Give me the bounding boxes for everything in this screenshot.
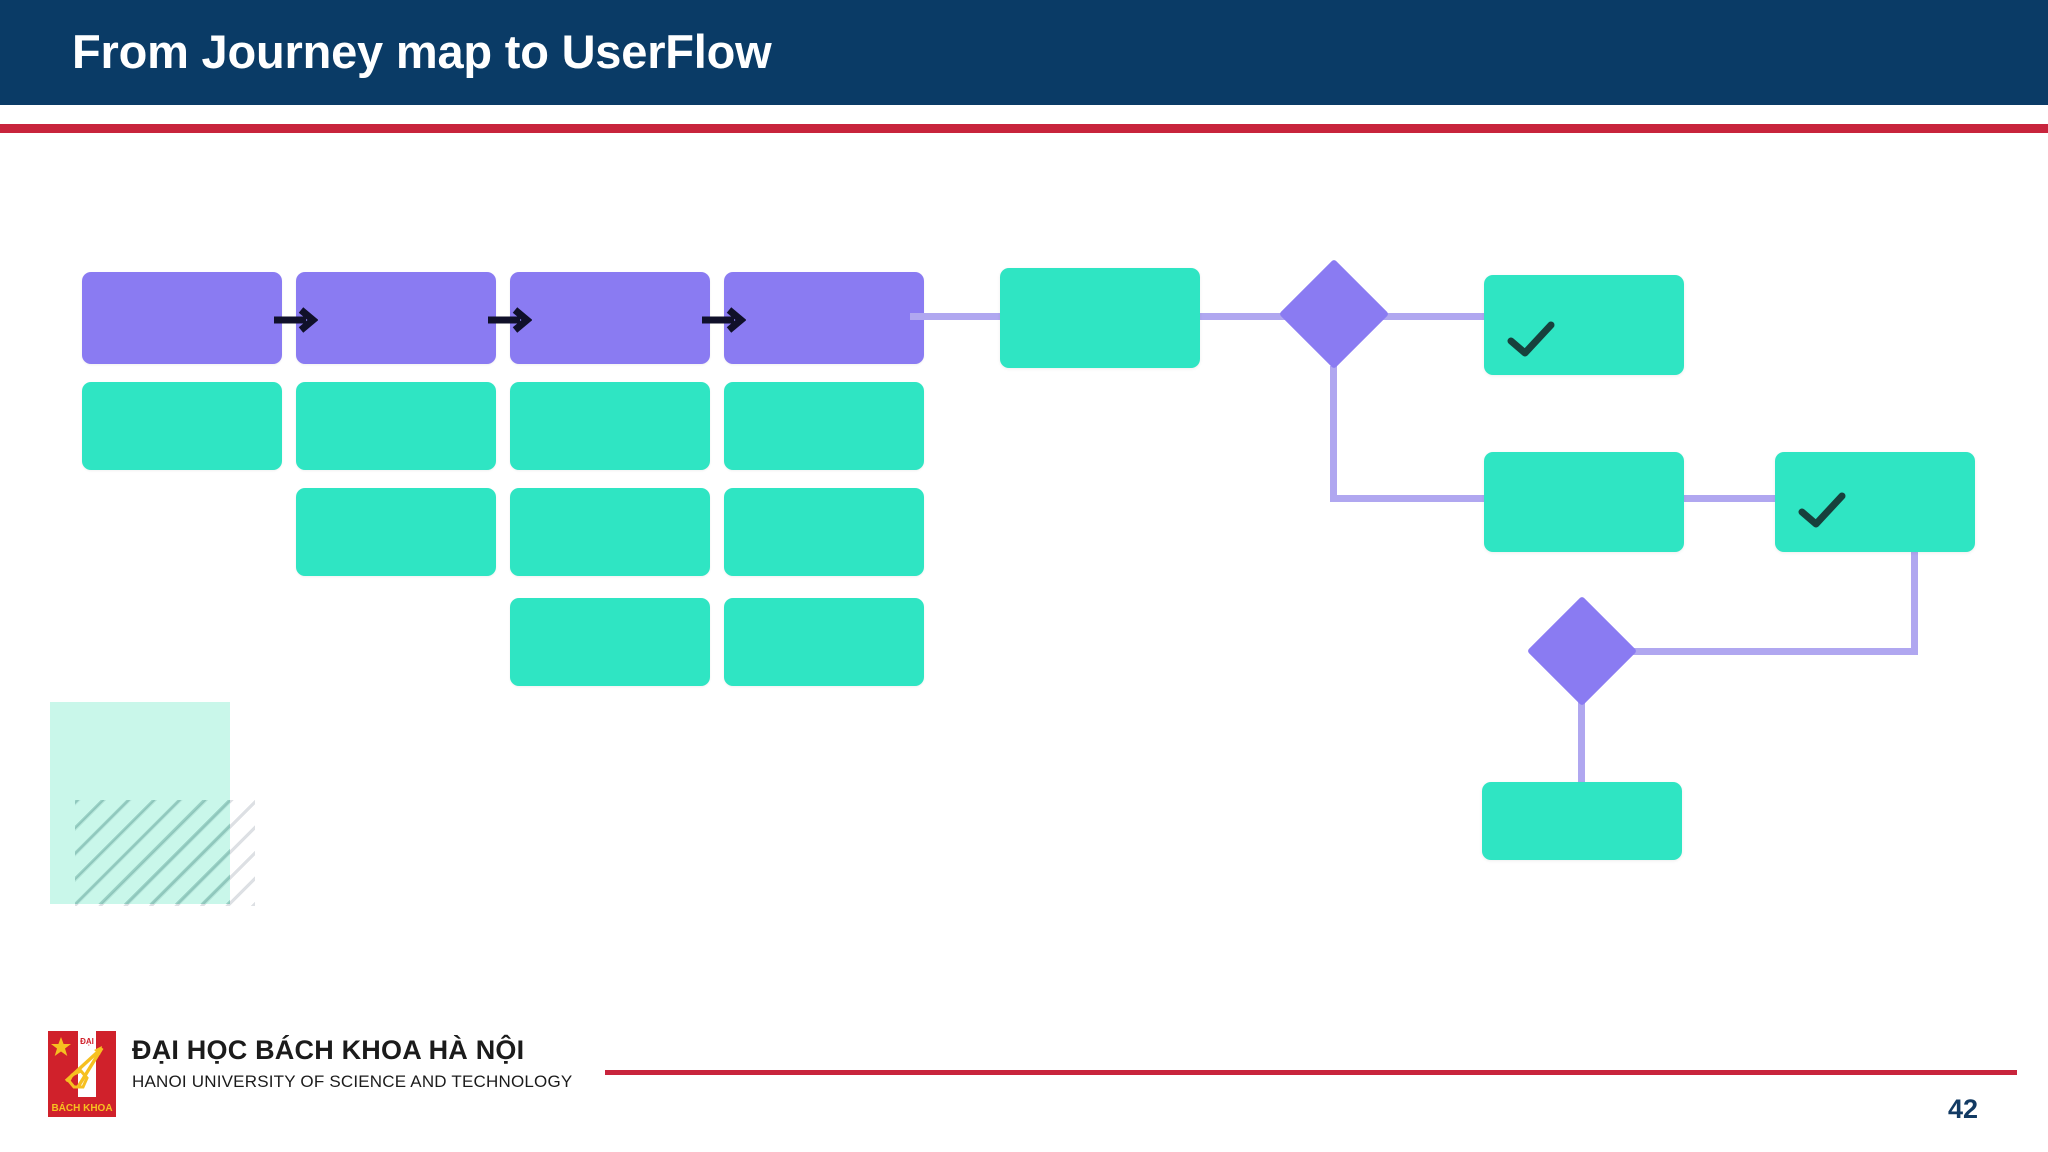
journey-cell[interactable] <box>510 488 710 576</box>
journey-stage-box[interactable] <box>296 272 496 364</box>
journey-cell[interactable] <box>296 488 496 576</box>
flow-edge-n4-down <box>1911 540 1918 652</box>
journey-stage-box[interactable] <box>724 272 924 364</box>
arrow-right-icon <box>700 305 746 335</box>
journey-stage-box[interactable] <box>82 272 282 364</box>
footer-university-name: ĐẠI HỌC BÁCH KHOA HÀ NỘI HANOI UNIVERSIT… <box>132 1035 573 1092</box>
check-mark-icon <box>1797 490 1849 532</box>
flow-node-n1[interactable] <box>1000 268 1200 368</box>
footer-university-name-vn: ĐẠI HỌC BÁCH KHOA HÀ NỘI <box>132 1035 525 1065</box>
journey-stage-box[interactable] <box>510 272 710 364</box>
flow-node-n2[interactable] <box>1484 275 1684 375</box>
header-accent-rule <box>0 124 2048 133</box>
journey-map-grid <box>0 0 1000 720</box>
flow-edge-d2-down <box>1578 645 1585 785</box>
svg-text:BÁCH KHOA: BÁCH KHOA <box>51 1101 112 1114</box>
flow-edge-n3-n4 <box>1680 495 1810 502</box>
journey-cell[interactable] <box>724 488 924 576</box>
footer-accent-rule <box>605 1070 2017 1075</box>
journey-cell[interactable] <box>296 382 496 470</box>
flow-node-n3[interactable] <box>1484 452 1684 552</box>
hust-logo: ĐẠI HỌC BÁCH KHOA <box>48 1031 116 1117</box>
svg-text:ĐẠI HỌC: ĐẠI HỌC <box>80 1037 114 1046</box>
flow-node-n5[interactable] <box>1482 782 1682 860</box>
diagonal-hatch-overlay-decoration <box>75 800 230 904</box>
flow-edge-d1-n2 <box>1330 313 1490 320</box>
arrow-right-icon <box>486 305 532 335</box>
journey-cell[interactable] <box>510 598 710 686</box>
flow-decision-d1[interactable] <box>1278 258 1390 370</box>
page-title: From Journey map to UserFlow <box>72 25 772 78</box>
user-flow-diagram <box>910 258 1975 860</box>
flow-edge-d1-down <box>1330 366 1337 502</box>
slide-header-bar <box>0 0 2048 105</box>
footer-university-name-en: HANOI UNIVERSITY OF SCIENCE AND TECHNOLO… <box>132 1071 573 1091</box>
flow-edge-d1-n3 <box>1330 495 1500 502</box>
diagonal-hatch-decoration <box>75 800 255 906</box>
arrow-right-icon <box>272 305 318 335</box>
flow-decision-d2[interactable] <box>1526 595 1638 707</box>
flow-edge-n4-d2 <box>1590 648 1918 655</box>
check-mark-icon <box>1506 319 1558 361</box>
mint-square-decoration <box>50 702 230 904</box>
page-number: 42 <box>1948 1094 1979 1124</box>
journey-cell[interactable] <box>724 598 924 686</box>
journey-cell[interactable] <box>724 382 924 470</box>
flow-node-n4[interactable] <box>1775 452 1975 552</box>
journey-cell[interactable] <box>82 382 282 470</box>
journey-cell[interactable] <box>510 382 710 470</box>
